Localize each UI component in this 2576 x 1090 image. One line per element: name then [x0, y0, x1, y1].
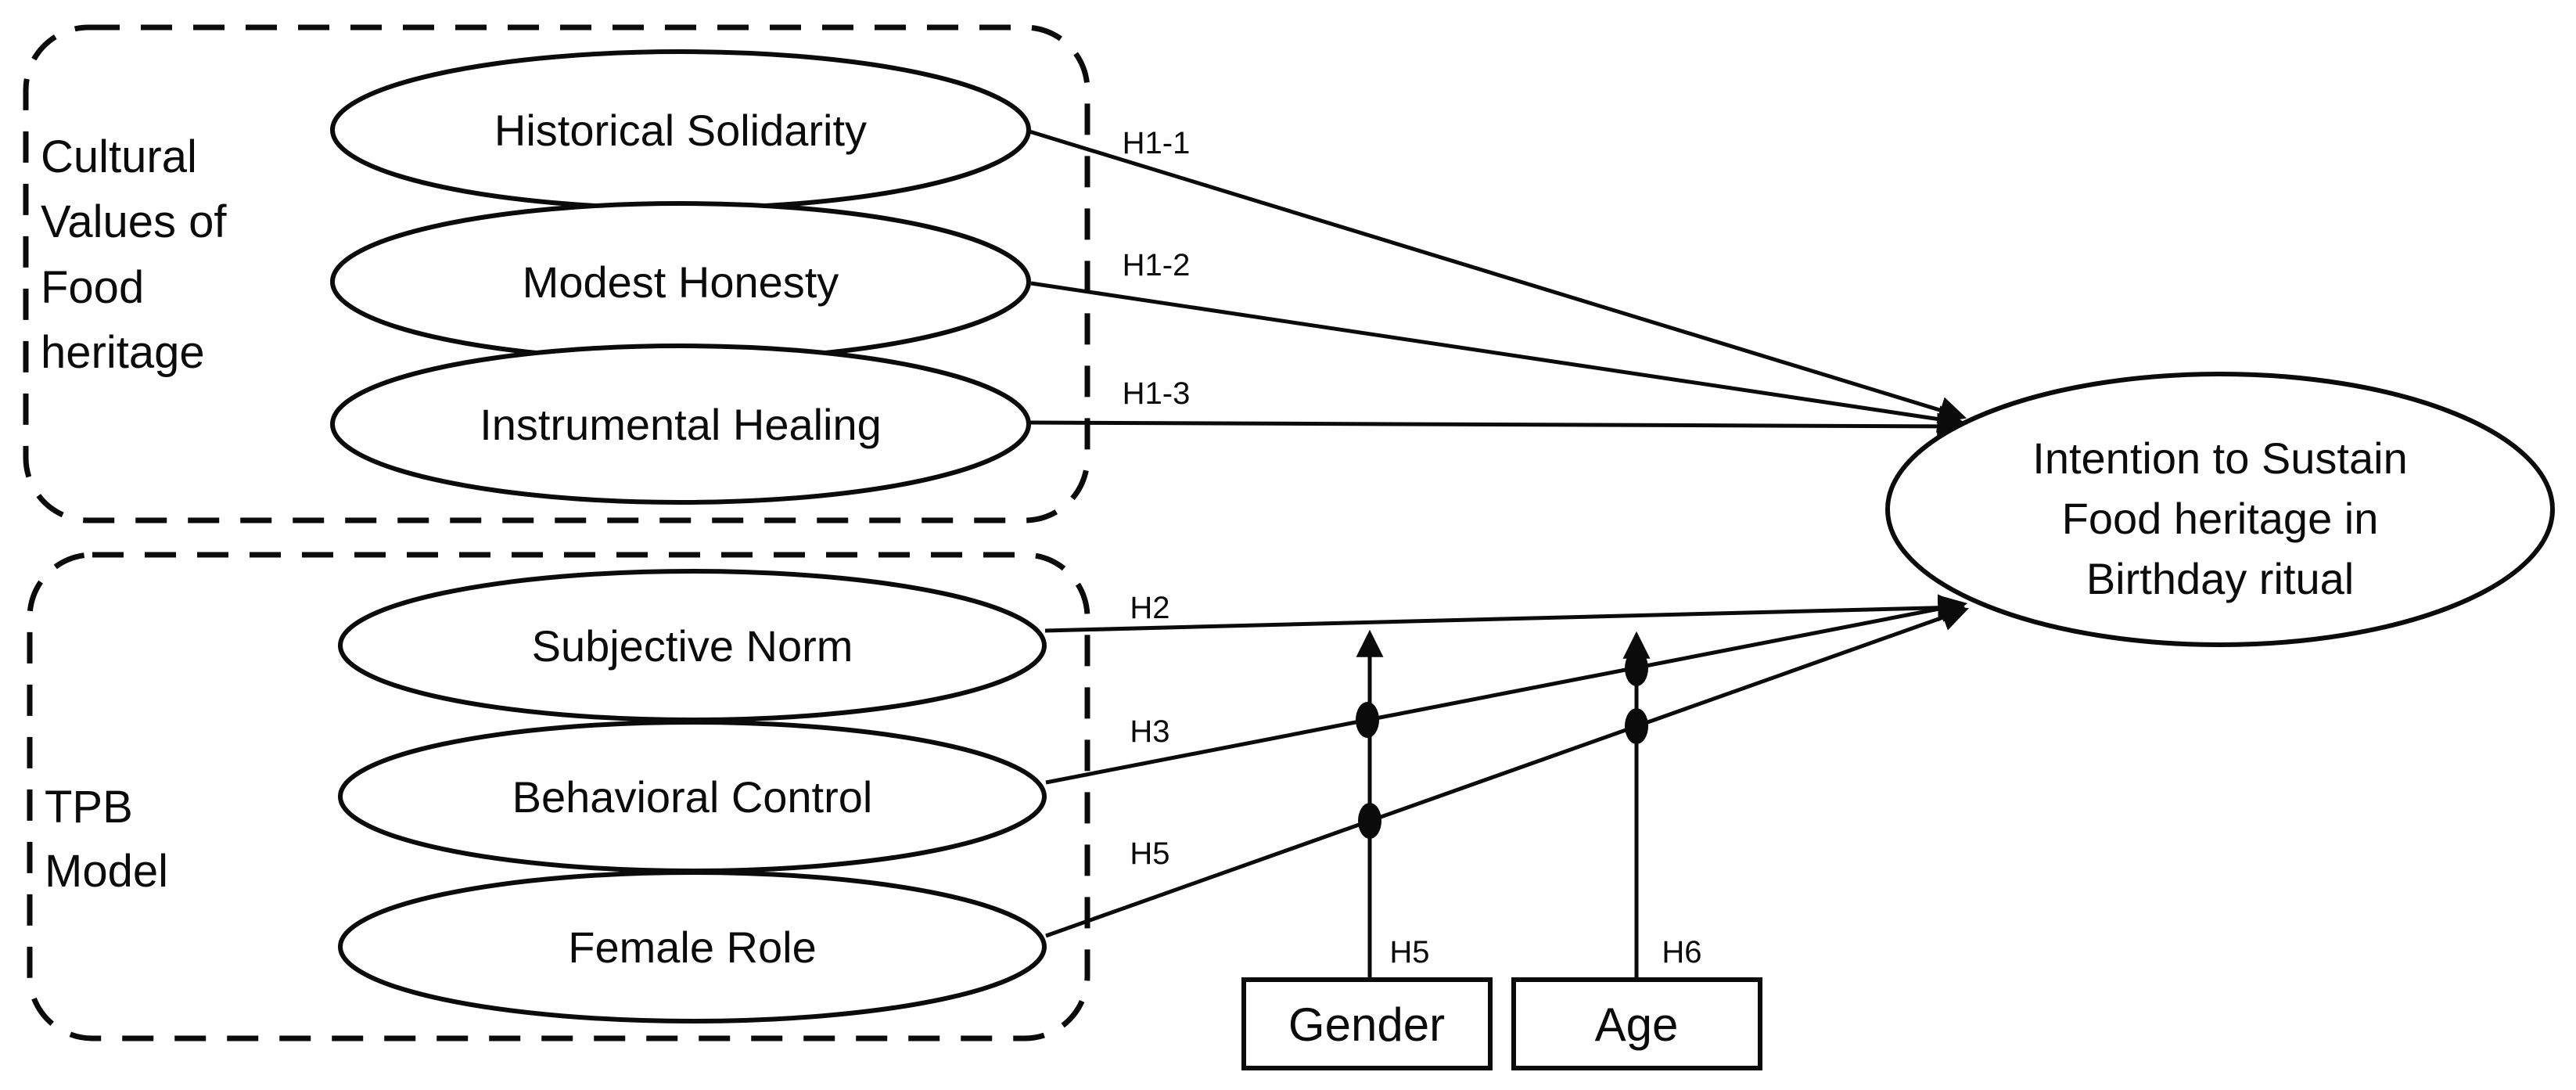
moderation-dot-gender-h5 [1358, 803, 1381, 839]
edge-label-h1-3: H1-3 [1123, 376, 1191, 411]
subjective-norm-node: Subjective Norm [338, 569, 1047, 722]
edge-label-h5: H5 [1130, 836, 1169, 871]
age-box [1511, 977, 1762, 1070]
edge-h1-2 [1030, 281, 1966, 433]
modest-honesty-label: Modest Honesty [523, 257, 839, 307]
tpb-model-group-label: TPB Model [45, 782, 168, 897]
edge-h1-1 [1029, 129, 1967, 424]
gender-moderator-node: Gender [1241, 977, 1493, 1070]
cultural-values-label-line4: heritage [41, 327, 205, 378]
female-role-ellipse [338, 870, 1047, 1023]
edge-label-h1-2: H1-2 [1123, 248, 1191, 282]
instrumental-healing-label: Instrumental Healing [480, 400, 882, 449]
edge-label-h2: H2 [1130, 591, 1169, 625]
instrumental-healing-ellipse [330, 344, 1031, 505]
edge-h1-3 [1029, 412, 1965, 441]
historical-solidarity-label: Historical Solidarity [494, 106, 867, 155]
female-role-node: Female Role [338, 870, 1047, 1023]
edge-label-h3: H3 [1130, 714, 1169, 749]
behavioral-control-label: Behavioral Control [512, 772, 873, 822]
gender-label: Gender [1288, 998, 1445, 1051]
instrumental-healing-node: Instrumental Healing [330, 344, 1031, 505]
edge-label-h1-1: H1-1 [1123, 126, 1191, 160]
intention-label-line3: Birthday ritual [2086, 554, 2354, 603]
intention-label-line1: Intention to Sustain [2032, 433, 2407, 483]
age-moderator-node: Age [1511, 977, 1762, 1070]
tpb-model-group-box [27, 552, 1090, 1041]
tpb-model-label-line1: TPB [45, 782, 133, 833]
modest-honesty-node: Modest Honesty [330, 201, 1031, 362]
gender-box [1241, 977, 1493, 1070]
intention-ellipse [1885, 372, 2555, 647]
cultural-values-group-box [23, 24, 1090, 523]
historical-solidarity-node: Historical Solidarity [330, 49, 1031, 210]
intention-label-line2: Food heritage in [2062, 494, 2379, 543]
intention-node: Intention to Sustain Food heritage in Bi… [1885, 372, 2555, 647]
cultural-values-group-label: Cultural Values of Food heritage [41, 131, 227, 378]
cultural-values-label-line3: Food [41, 262, 144, 313]
edge-h2 [1044, 594, 1966, 633]
age-label: Age [1595, 998, 1679, 1051]
tpb-model-label-line2: Model [45, 846, 168, 897]
subjective-norm-label: Subjective Norm [532, 621, 853, 671]
cultural-values-label-line2: Values of [41, 196, 227, 247]
female-role-label: Female Role [568, 923, 816, 972]
edge-h3 [1045, 595, 1968, 785]
edge-label-h5-moderation: H5 [1389, 935, 1429, 969]
moderation-dot-age-h3 [1625, 650, 1648, 686]
behavioral-control-node: Behavioral Control [338, 720, 1047, 873]
cultural-values-label-line1: Cultural [41, 131, 197, 182]
moderation-dot-age-h5 [1625, 708, 1648, 744]
edge-h5 [1045, 604, 1969, 938]
edge-label-h6-moderation: H6 [1662, 935, 1701, 969]
moderation-dot-gender-h3 [1356, 702, 1379, 738]
